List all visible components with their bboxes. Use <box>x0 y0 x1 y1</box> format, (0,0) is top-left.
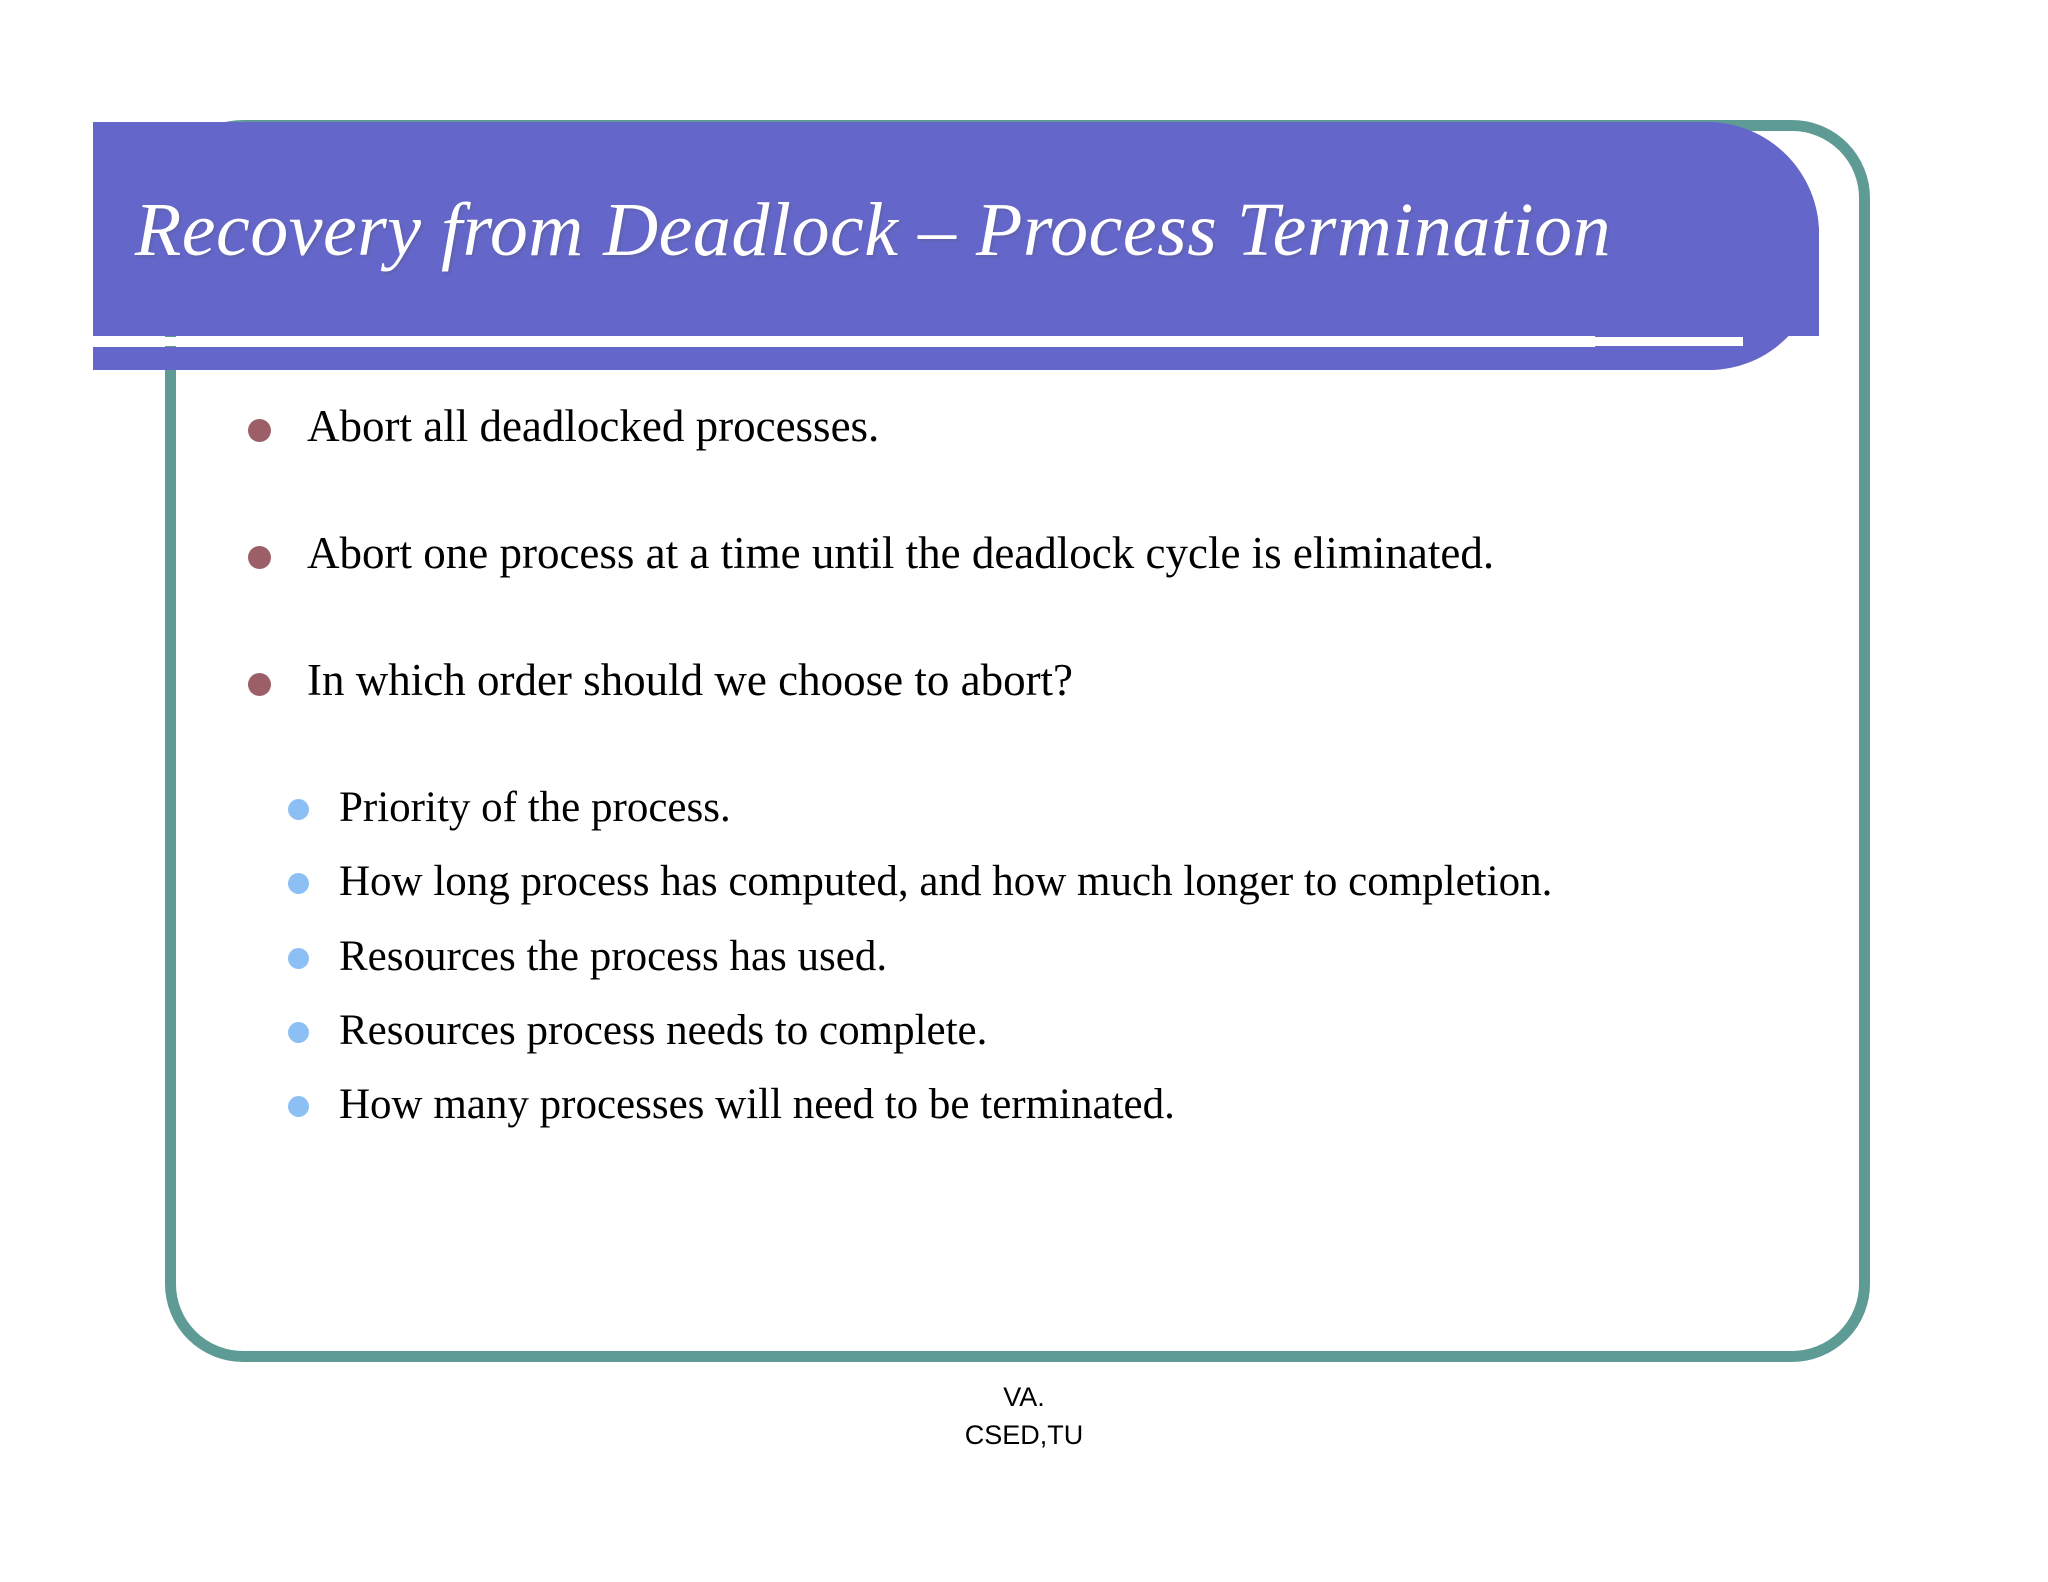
list-item: Abort all deadlocked processes. <box>200 400 1820 453</box>
sub-bullet-list: Priority of the process. How long proces… <box>288 781 1820 1132</box>
title-banner-underbar <box>93 347 1713 370</box>
sub-bullet-text: Priority of the process. <box>339 784 731 832</box>
sub-bullet-text: Resources the process has used. <box>339 932 888 980</box>
bullet-text: Abort one process at a time until the de… <box>307 528 1495 579</box>
sub-bullet-dot-icon <box>288 1095 309 1117</box>
list-item: How long process has computed, and how m… <box>288 855 1820 909</box>
bullet-dot-icon <box>248 419 271 442</box>
list-item: Resources process needs to complete. <box>288 1004 1820 1058</box>
sub-bullet-dot-icon <box>288 1021 309 1043</box>
bullet-dot-icon <box>248 546 271 570</box>
bullet-text: Abort all deadlocked processes. <box>307 401 880 451</box>
bullet-dot-icon <box>248 673 271 697</box>
title-banner <box>93 122 1819 336</box>
slide-footer: VA. CSED,TU <box>0 1378 2048 1455</box>
list-item: Priority of the process. <box>288 781 1820 835</box>
sub-bullet-text: How many processes will need to be termi… <box>339 1080 1175 1128</box>
footer-line-1: VA. <box>1003 1382 1045 1412</box>
title-divider-line <box>93 337 1743 346</box>
sub-bullet-dot-icon <box>288 873 309 895</box>
sub-bullet-text: Resources process needs to complete. <box>339 1006 988 1054</box>
sub-bullet-text: How long process has computed, and how m… <box>339 858 1553 906</box>
sub-bullet-dot-icon <box>288 947 309 969</box>
list-item: Abort one process at a time until the de… <box>200 527 1820 580</box>
slide-body: Abort all deadlocked processes. Abort on… <box>200 400 1820 1152</box>
bullet-text: In which order should we choose to abort… <box>307 655 1074 706</box>
list-item: In which order should we choose to abort… <box>200 654 1820 707</box>
slide-title: Recovery from Deadlock – Process Termina… <box>134 188 1612 273</box>
list-item: Resources the process has used. <box>288 930 1820 984</box>
list-item: How many processes will need to be termi… <box>288 1078 1820 1132</box>
footer-line-2: CSED,TU <box>964 1420 1084 1451</box>
sub-bullet-dot-icon <box>288 799 309 821</box>
